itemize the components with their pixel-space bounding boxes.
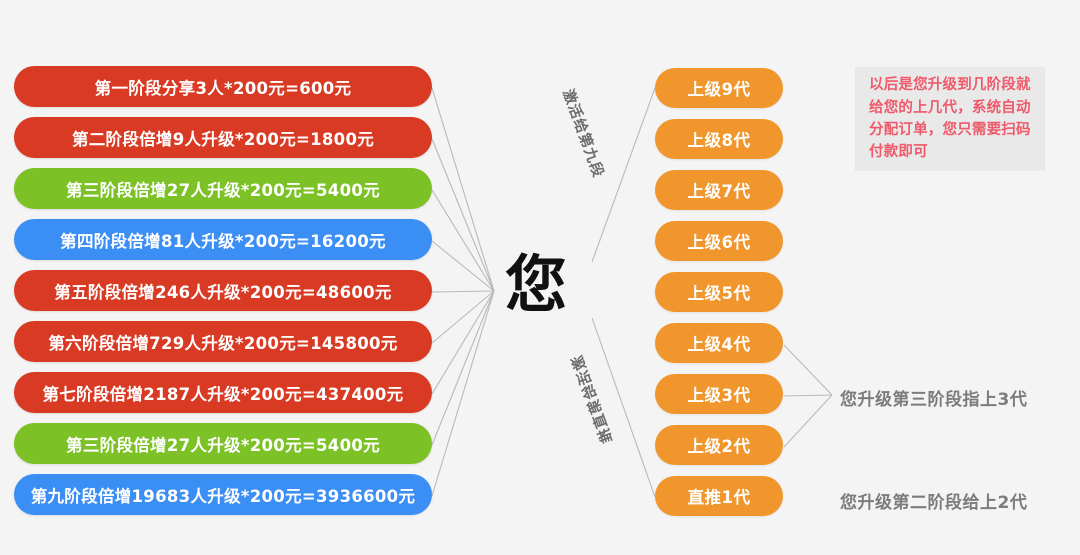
stage-pill-label: 第一阶段分享3人*200元=600元 — [94, 78, 352, 98]
left-connector-group — [431, 87, 495, 497]
info-note-box: 以后是您升级到几阶段就给您的上几代，系统自动分配订单，您只需要扫码付款即可 — [855, 67, 1045, 171]
stage-list: 第一阶段分享3人*200元=600元 第二阶段倍增9人升级*200元=1800元… — [14, 66, 432, 525]
generation-pill-label: 上级9代 — [687, 80, 751, 99]
stage-pill-7[interactable]: 第七阶段倍增2187人升级*200元=437400元 — [14, 372, 432, 413]
generation-pill-9[interactable]: 上级9代 — [655, 68, 783, 108]
side-note-stage2: 您升级第二阶段给上2代 — [840, 493, 1028, 513]
stage-pill-label: 第三阶段倍增27人升级*200元=5400元 — [66, 180, 380, 200]
stage-pill-label: 第四阶段倍增81人升级*200元=16200元 — [60, 231, 386, 251]
connector-stage-8 — [431, 290, 495, 446]
stage-pill-2[interactable]: 第二阶段倍增9人升级*200元=1800元 — [14, 117, 432, 158]
stage-pill-1[interactable]: 第一阶段分享3人*200元=600元 — [14, 66, 432, 107]
stage-pill-label: 第三阶段倍增27人升级*200元=5400元 — [66, 435, 380, 455]
connector-gen3-to-note3 — [783, 394, 833, 397]
stage-pill-label: 第六阶段倍增729人升级*200元=145800元 — [48, 333, 398, 353]
connector-stage-9 — [431, 290, 495, 497]
stage-pill-9[interactable]: 第九阶段倍增19683人升级*200元=3936600元 — [14, 474, 432, 515]
stage-pill-4[interactable]: 第四阶段倍增81人升级*200元=16200元 — [14, 219, 432, 260]
connector-stage-2 — [431, 138, 495, 292]
connector-gen4-to-note3 — [783, 344, 833, 396]
generation-pill-label: 上级2代 — [687, 437, 751, 456]
generation-pill-label: 上级5代 — [687, 284, 751, 303]
generation-pill-5[interactable]: 上级5代 — [655, 272, 783, 312]
stage-pill-8[interactable]: 第三阶段倍增27人升级*200元=5400元 — [14, 423, 432, 464]
connector-stage-5 — [431, 290, 495, 293]
rotated-label-top: 激活给第九段 — [559, 87, 607, 181]
stage-pill-3[interactable]: 第三阶段倍增27人升级*200元=5400元 — [14, 168, 432, 209]
generation-pill-8[interactable]: 上级8代 — [655, 119, 783, 159]
generation-pill-label: 上级3代 — [687, 386, 751, 405]
stage-pill-label: 第七阶段倍增2187人升级*200元=437400元 — [42, 384, 404, 404]
connector-stage-3 — [431, 189, 495, 292]
connector-stage-1 — [431, 87, 495, 292]
generation-pill-3[interactable]: 上级3代 — [655, 374, 783, 414]
info-note-text: 以后是您升级到几阶段就给您的上几代，系统自动分配订单，您只需要扫码付款即可 — [869, 77, 1031, 161]
generation-pill-label: 上级6代 — [687, 233, 751, 252]
stage-pill-label: 第九阶段倍增19683人升级*200元=3936600元 — [30, 486, 416, 506]
stage-pill-6[interactable]: 第六阶段倍增729人升级*200元=145800元 — [14, 321, 432, 362]
side-note-stage3: 您升级第三阶段指上3代 — [840, 390, 1028, 410]
connector-gen2-to-note3 — [783, 394, 833, 448]
rotated-label-bottom: 激活给第直推 — [569, 353, 617, 447]
generation-list: 上级9代 上级8代 上级7代 上级6代 上级5代 上级4代 上级3代 上级2代 … — [655, 68, 783, 527]
generation-pill-label: 上级8代 — [687, 131, 751, 150]
connector-stage-4 — [431, 240, 495, 292]
generation-pill-label: 上级4代 — [687, 335, 751, 354]
connector-stage-6 — [431, 290, 495, 344]
generation-pill-label: 直推1代 — [687, 488, 751, 507]
generation-pill-4[interactable]: 上级4代 — [655, 323, 783, 363]
generation-pill-6[interactable]: 上级6代 — [655, 221, 783, 261]
connector-stage-7 — [431, 290, 495, 395]
generation-pill-1[interactable]: 直推1代 — [655, 476, 783, 516]
generation-pill-2[interactable]: 上级2代 — [655, 425, 783, 465]
stage-pill-label: 第二阶段倍增9人升级*200元=1800元 — [71, 129, 375, 149]
center-node-label: 您 — [505, 248, 568, 321]
stage-pill-5[interactable]: 第五阶段倍增246人升级*200元=48600元 — [14, 270, 432, 311]
right-note-connector-group — [783, 344, 833, 448]
generation-pill-label: 上级7代 — [687, 182, 751, 201]
generation-pill-7[interactable]: 上级7代 — [655, 170, 783, 210]
stage-pill-label: 第五阶段倍增246人升级*200元=48600元 — [54, 282, 392, 302]
